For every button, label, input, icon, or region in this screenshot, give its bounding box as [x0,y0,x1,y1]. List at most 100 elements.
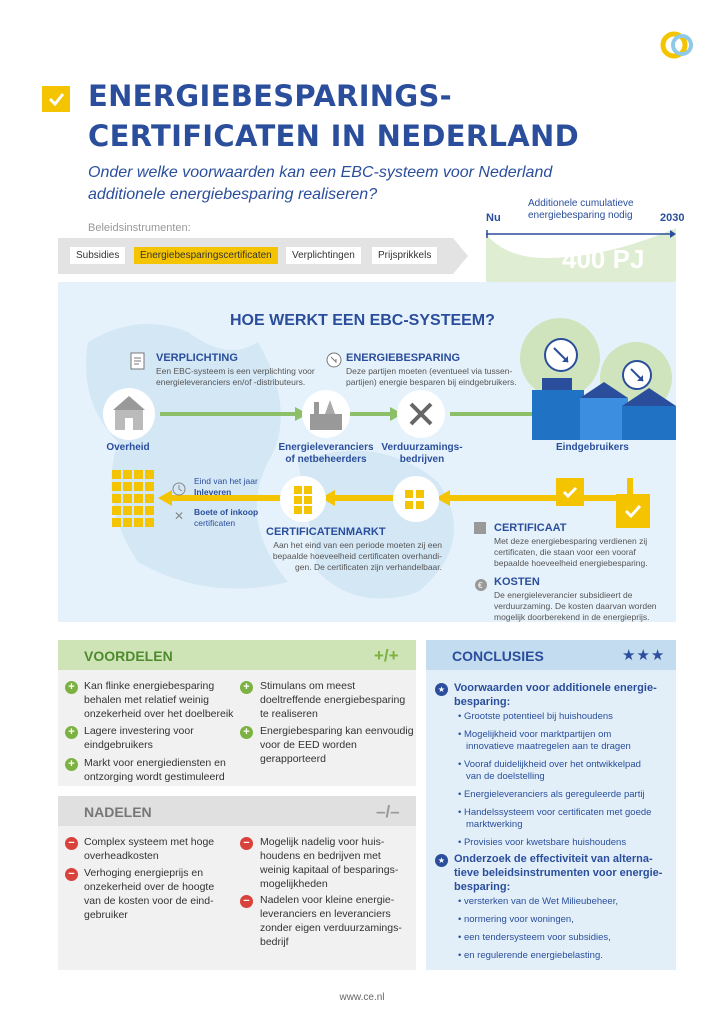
timeline-end: 2030 [660,212,685,224]
nadeel-item: Mogelijk nadelig voor huis-houdens en be… [260,836,399,890]
document-icon [130,352,146,375]
nadelen-title: NADELEN [84,804,152,820]
voordelen-title: VOORDELEN [84,648,173,664]
verplichting-title: VERPLICHTING [156,352,238,364]
energiebesparing-text: Deze partijen moeten (eventueel via tuss… [346,366,517,387]
conclusie-head-2: Onderzoek de effectiviteit van alterna-t… [454,853,663,893]
government-building-icon [113,396,145,430]
overheid-node [103,388,155,440]
overheid-label: Overheid [106,442,150,453]
nadelen-symbol: –/– [376,802,400,821]
energiebesparing-title: ENERGIEBESPARING [346,352,461,364]
certificatenmarkt-node [280,476,326,522]
down-trend-icon-2 [622,360,652,390]
voordelen-header: VOORDELEN +/+ [58,640,416,670]
markt-title: CERTIFICATENMARKT [266,526,386,538]
certificate-grid-icon [112,470,156,533]
plus-icon: + [65,726,78,739]
stars-icon: ★★★ [622,647,666,664]
houses-icon [532,370,682,445]
certificate-check-icon-1 [556,478,584,506]
verduurzaming-label: Verduurzamings-bedrijven [381,442,463,465]
conclusie-item: • een tendersysteem voor subsidies, [458,932,611,943]
minus-icon: − [65,868,78,881]
clock-icon [172,482,186,501]
timeline-description: Additionele cumulatieve energiebesparing… [528,198,634,221]
conclusies-header: CONCLUSIES ★★★ [426,640,676,670]
footer-url[interactable]: www.ce.nl [339,992,385,1003]
down-trend-icon [544,338,578,372]
star-icon: ★ [435,683,448,696]
conclusie-item: • Provisies voor kwetsbare huishoudens [458,837,627,848]
instrument-verplichtingen: Verplichtingen [286,247,361,264]
instruments-label: Beleidsinstrumenten: [88,222,191,234]
conclusie-head-1: Voorwaarden voor additionele energie-bes… [454,682,657,708]
target-value: 400 PJ [562,244,645,274]
factory-icon [310,400,342,430]
svg-text:€: € [478,581,483,590]
certificates-icon [405,490,424,509]
plus-icon: + [65,758,78,771]
coins-icon: € [474,578,488,597]
conclusie-item: • Grootste potentieel bij huishoudens [458,711,613,722]
minus-icon: − [65,837,78,850]
check-icon [42,86,70,112]
voordelen-symbol: +/+ [374,646,399,665]
plus-icon: + [240,681,253,694]
plus-icon: + [240,726,253,739]
conclusie-item: • Handelssysteem voor certificaten met g… [458,807,652,830]
instrument-certificaten: Energiebesparingscertificaten [134,247,278,264]
minus-icon: − [240,837,253,850]
conclusie-item: • versterken van de Wet Milieubeheer, [458,896,618,907]
plus-icon: + [65,681,78,694]
certificaat-title: CERTIFICAAT [494,522,567,534]
instrument-subsidies: Subsidies [70,247,126,264]
conclusie-item: • en regulerende energiebelasting. [458,950,603,961]
page-subtitle: Onder welke voorwaarden kan een EBC-syst… [88,164,553,203]
certificate-small-icon [474,522,486,534]
cross-icon: ✕ [174,509,185,523]
markt-text: Aan het eind van een periode moeten zij … [272,540,442,572]
minus-icon: − [240,895,253,908]
ce-logo [660,30,696,65]
star-icon: ★ [435,854,448,867]
instruments-bar: Subsidies Energiebesparingscertificaten … [58,238,468,274]
leveranciers-node [302,390,350,438]
conclusies-title: CONCLUSIES [452,648,544,664]
conclusies-panel [426,640,676,970]
kosten-title: KOSTEN [494,576,540,588]
certificate-check-icon-2 [616,494,650,528]
instrument-prijsprikkels: Prijsprikkels [372,247,438,264]
flow-arrows-bottom [150,478,660,543]
eindgebruikers-label: Eindgebruikers [556,442,629,453]
verplichting-text: Een EBC-systeem is een verplichting voor… [156,366,315,387]
timeline-area [486,228,676,284]
nadelen-header: NADELEN –/– [58,796,416,826]
timeline-start: Nu [486,212,501,224]
page-title: ENERGIEBESPARINGS- CERTIFICATEN IN NEDER… [88,79,579,153]
tools-icon [409,402,433,426]
energy-icon [326,352,342,373]
certificates-stack-icon [294,486,312,514]
diagram-title: HOE WERKT EEN EBC-SYSTEEM? [230,312,495,329]
conclusie-item: • Vooraf duidelijkheid over het ontwikke… [458,759,641,782]
verduurzaming-node [397,390,445,438]
conclusie-item: • Energieleveranciers als gereguleerde p… [458,789,645,800]
flow-arrows-top [160,400,560,435]
conclusie-item: • normering voor woningen, [458,914,574,925]
certificate-pack-node [393,476,439,522]
nadeel-item: Nadelen voor kleine energie-leveranciers… [260,894,402,948]
